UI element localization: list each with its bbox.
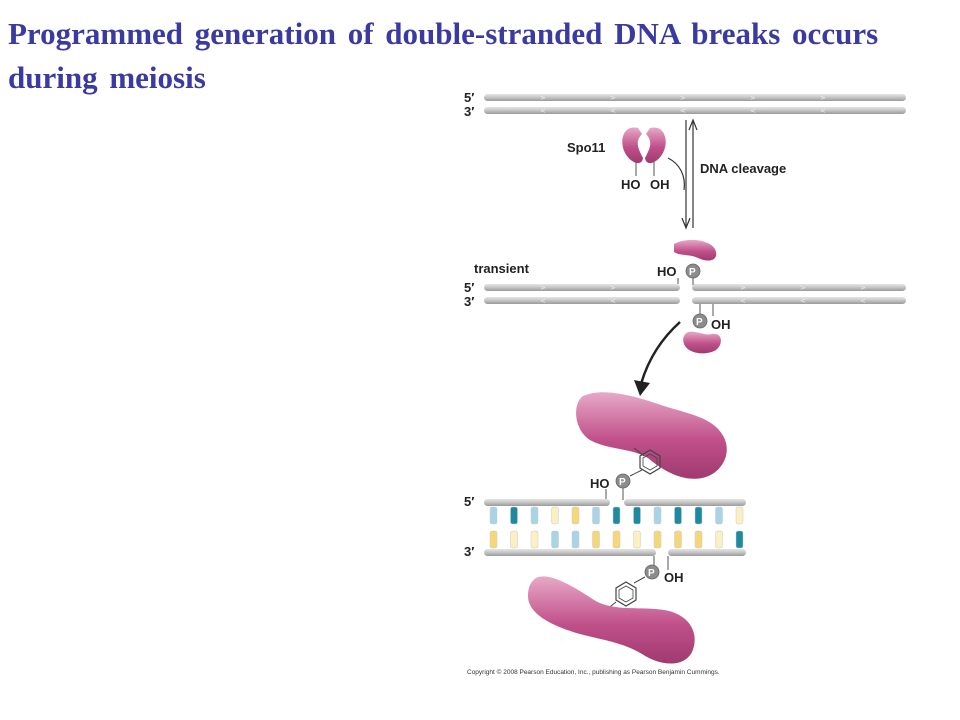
svg-text:<: < — [610, 107, 616, 115]
top-strand — [484, 94, 906, 101]
strand-5-left — [484, 284, 680, 291]
strand-3-right — [692, 297, 906, 304]
base-upper — [530, 506, 539, 525]
base-upper — [551, 506, 559, 525]
three-prime-label-2: 3′ — [464, 294, 474, 309]
three-prime-label: 3′ — [464, 104, 474, 119]
svg-text:>: > — [680, 94, 686, 102]
base-lower — [653, 530, 662, 549]
copyright-notice: Copyright © 2008 Pearson Education, Inc.… — [467, 669, 720, 676]
base-lower — [735, 530, 744, 549]
spo11-right-subunit — [645, 127, 666, 164]
base-upper — [612, 506, 621, 525]
cleavage-arrow-icon — [667, 118, 698, 230]
svg-text:>: > — [860, 284, 866, 292]
strand-3-left — [484, 297, 680, 304]
spo11-detail-upper — [576, 392, 727, 479]
svg-text:<: < — [820, 107, 826, 115]
svg-text:P: P — [689, 267, 696, 278]
svg-text:>: > — [610, 94, 616, 102]
svg-text:<: < — [540, 107, 546, 115]
phosphate-icon: P — [692, 313, 708, 329]
oh-label-spo11: OH — [650, 177, 670, 192]
base-upper — [592, 506, 600, 525]
base-lower — [592, 530, 600, 549]
svg-text:<: < — [750, 107, 756, 115]
svg-text:>: > — [540, 284, 546, 292]
base-upper — [571, 506, 580, 525]
phosphate-icon: P — [685, 263, 701, 279]
base-upper — [489, 506, 498, 525]
spo11-left-subunit — [622, 127, 643, 164]
svg-text:<: < — [860, 297, 866, 305]
base-upper — [674, 506, 682, 525]
ho-label-transient: HO — [657, 264, 677, 279]
base-lower — [489, 530, 498, 549]
svg-text:>: > — [750, 94, 756, 102]
svg-text:>: > — [800, 284, 806, 292]
dna-cleavage-label: DNA cleavage — [700, 161, 786, 176]
transient-complex: transient 5′ 3′ > > > > > < < < < < HO P P OH — [464, 239, 906, 354]
detailed-dna-view: HO P 5′ 3′ P OH — [464, 392, 746, 664]
svg-text:<: < — [540, 297, 546, 305]
phosphate-icon: P — [615, 473, 631, 489]
base-upper — [715, 506, 723, 525]
detail-strand-5-left — [484, 499, 610, 506]
detail-strand-5-right — [624, 499, 746, 506]
base-upper — [735, 506, 744, 525]
transient-label: transient — [474, 261, 530, 276]
svg-text:>: > — [740, 284, 746, 292]
svg-text:>: > — [610, 284, 616, 292]
transfer-arrow-icon — [634, 321, 681, 396]
svg-text:>: > — [540, 94, 546, 102]
base-upper — [694, 506, 703, 525]
svg-text:P: P — [696, 317, 703, 328]
svg-text:<: < — [800, 297, 806, 305]
five-prime-label: 5′ — [464, 90, 474, 105]
svg-text:>: > — [820, 94, 826, 102]
ho-label-detail: HO — [590, 476, 610, 491]
base-lower — [674, 530, 682, 549]
slide-title: Programmed generation of double-stranded… — [8, 16, 879, 95]
base-upper — [633, 506, 641, 525]
spo11-lower-bound — [683, 331, 721, 354]
tyrosine-ring-icon — [615, 581, 637, 607]
five-prime-label-2: 5′ — [464, 280, 474, 295]
base-lower — [510, 530, 518, 549]
base-lower — [633, 530, 641, 549]
base-upper — [653, 506, 662, 525]
intact-dna-duplex: 5′ 3′ > > > > > < < < < < — [464, 90, 906, 119]
spo11-detail-lower — [528, 576, 695, 664]
base-lower — [694, 530, 703, 549]
tyrosine-ring-icon — [639, 449, 661, 475]
svg-text:<: < — [610, 297, 616, 305]
svg-text:P: P — [648, 568, 655, 579]
detail-strand-3-left — [484, 549, 656, 556]
spo11-dimer: Spo11 HO OH — [567, 127, 670, 192]
base-lower — [530, 530, 539, 549]
three-prime-label-3: 3′ — [464, 544, 474, 559]
five-prime-label-3: 5′ — [464, 494, 474, 509]
strand-5-right — [692, 284, 906, 291]
base-lower — [571, 530, 580, 549]
ho-label-spo11: HO — [621, 177, 641, 192]
detail-strand-3-right — [668, 549, 746, 556]
oh-label-transient: OH — [711, 317, 731, 332]
base-lower — [612, 530, 621, 549]
base-lower — [551, 530, 559, 549]
svg-text:P: P — [619, 477, 626, 488]
svg-text:<: < — [680, 107, 686, 115]
spo11-upper-bound — [674, 239, 717, 261]
base-lower — [715, 530, 723, 549]
svg-text:<: < — [740, 297, 746, 305]
phosphate-icon: P — [644, 564, 660, 580]
bottom-strand — [484, 107, 906, 114]
base-upper — [510, 506, 518, 525]
oh-label-detail: OH — [664, 570, 684, 585]
base-pairs — [489, 506, 744, 549]
spo11-label: Spo11 — [567, 140, 605, 155]
